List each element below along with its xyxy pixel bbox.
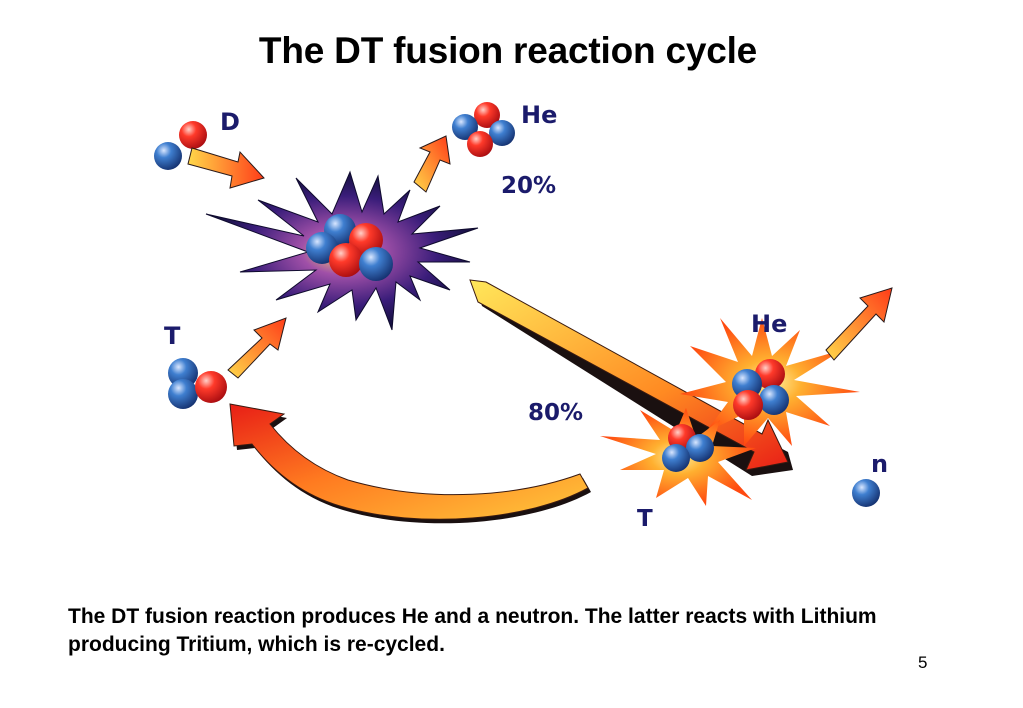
helium-right-arrow <box>825 287 893 361</box>
slide-caption: The DT fusion reaction produces He and a… <box>68 605 877 656</box>
tritium-bottom-label: T <box>637 506 653 532</box>
tritium-bottom-nucleus <box>662 424 714 472</box>
tritium-recycle-arrow <box>229 403 591 524</box>
helium-right-label: He <box>751 310 787 338</box>
helium-top-arrow <box>413 135 451 193</box>
tritium-left-label: T <box>164 322 181 350</box>
percent-20-label: 20% <box>501 173 556 199</box>
helium-top-nucleus <box>452 102 515 157</box>
neutron-label: n <box>871 450 888 478</box>
helium-top-label: He <box>521 101 557 129</box>
neutron-particle <box>852 479 880 507</box>
slide-title: The DT fusion reaction cycle <box>258 30 758 71</box>
deuterium-nucleus <box>154 121 207 170</box>
deuterium-arrow <box>187 147 265 189</box>
page-number: 5 <box>918 653 928 672</box>
fused-nucleus <box>306 214 393 281</box>
deuterium-label: D <box>220 108 240 136</box>
tritium-left-nucleus <box>168 358 227 409</box>
percent-80-label: 80% <box>528 400 583 426</box>
helium-right-nucleus <box>732 359 789 420</box>
tritium-left-arrow <box>227 317 287 379</box>
